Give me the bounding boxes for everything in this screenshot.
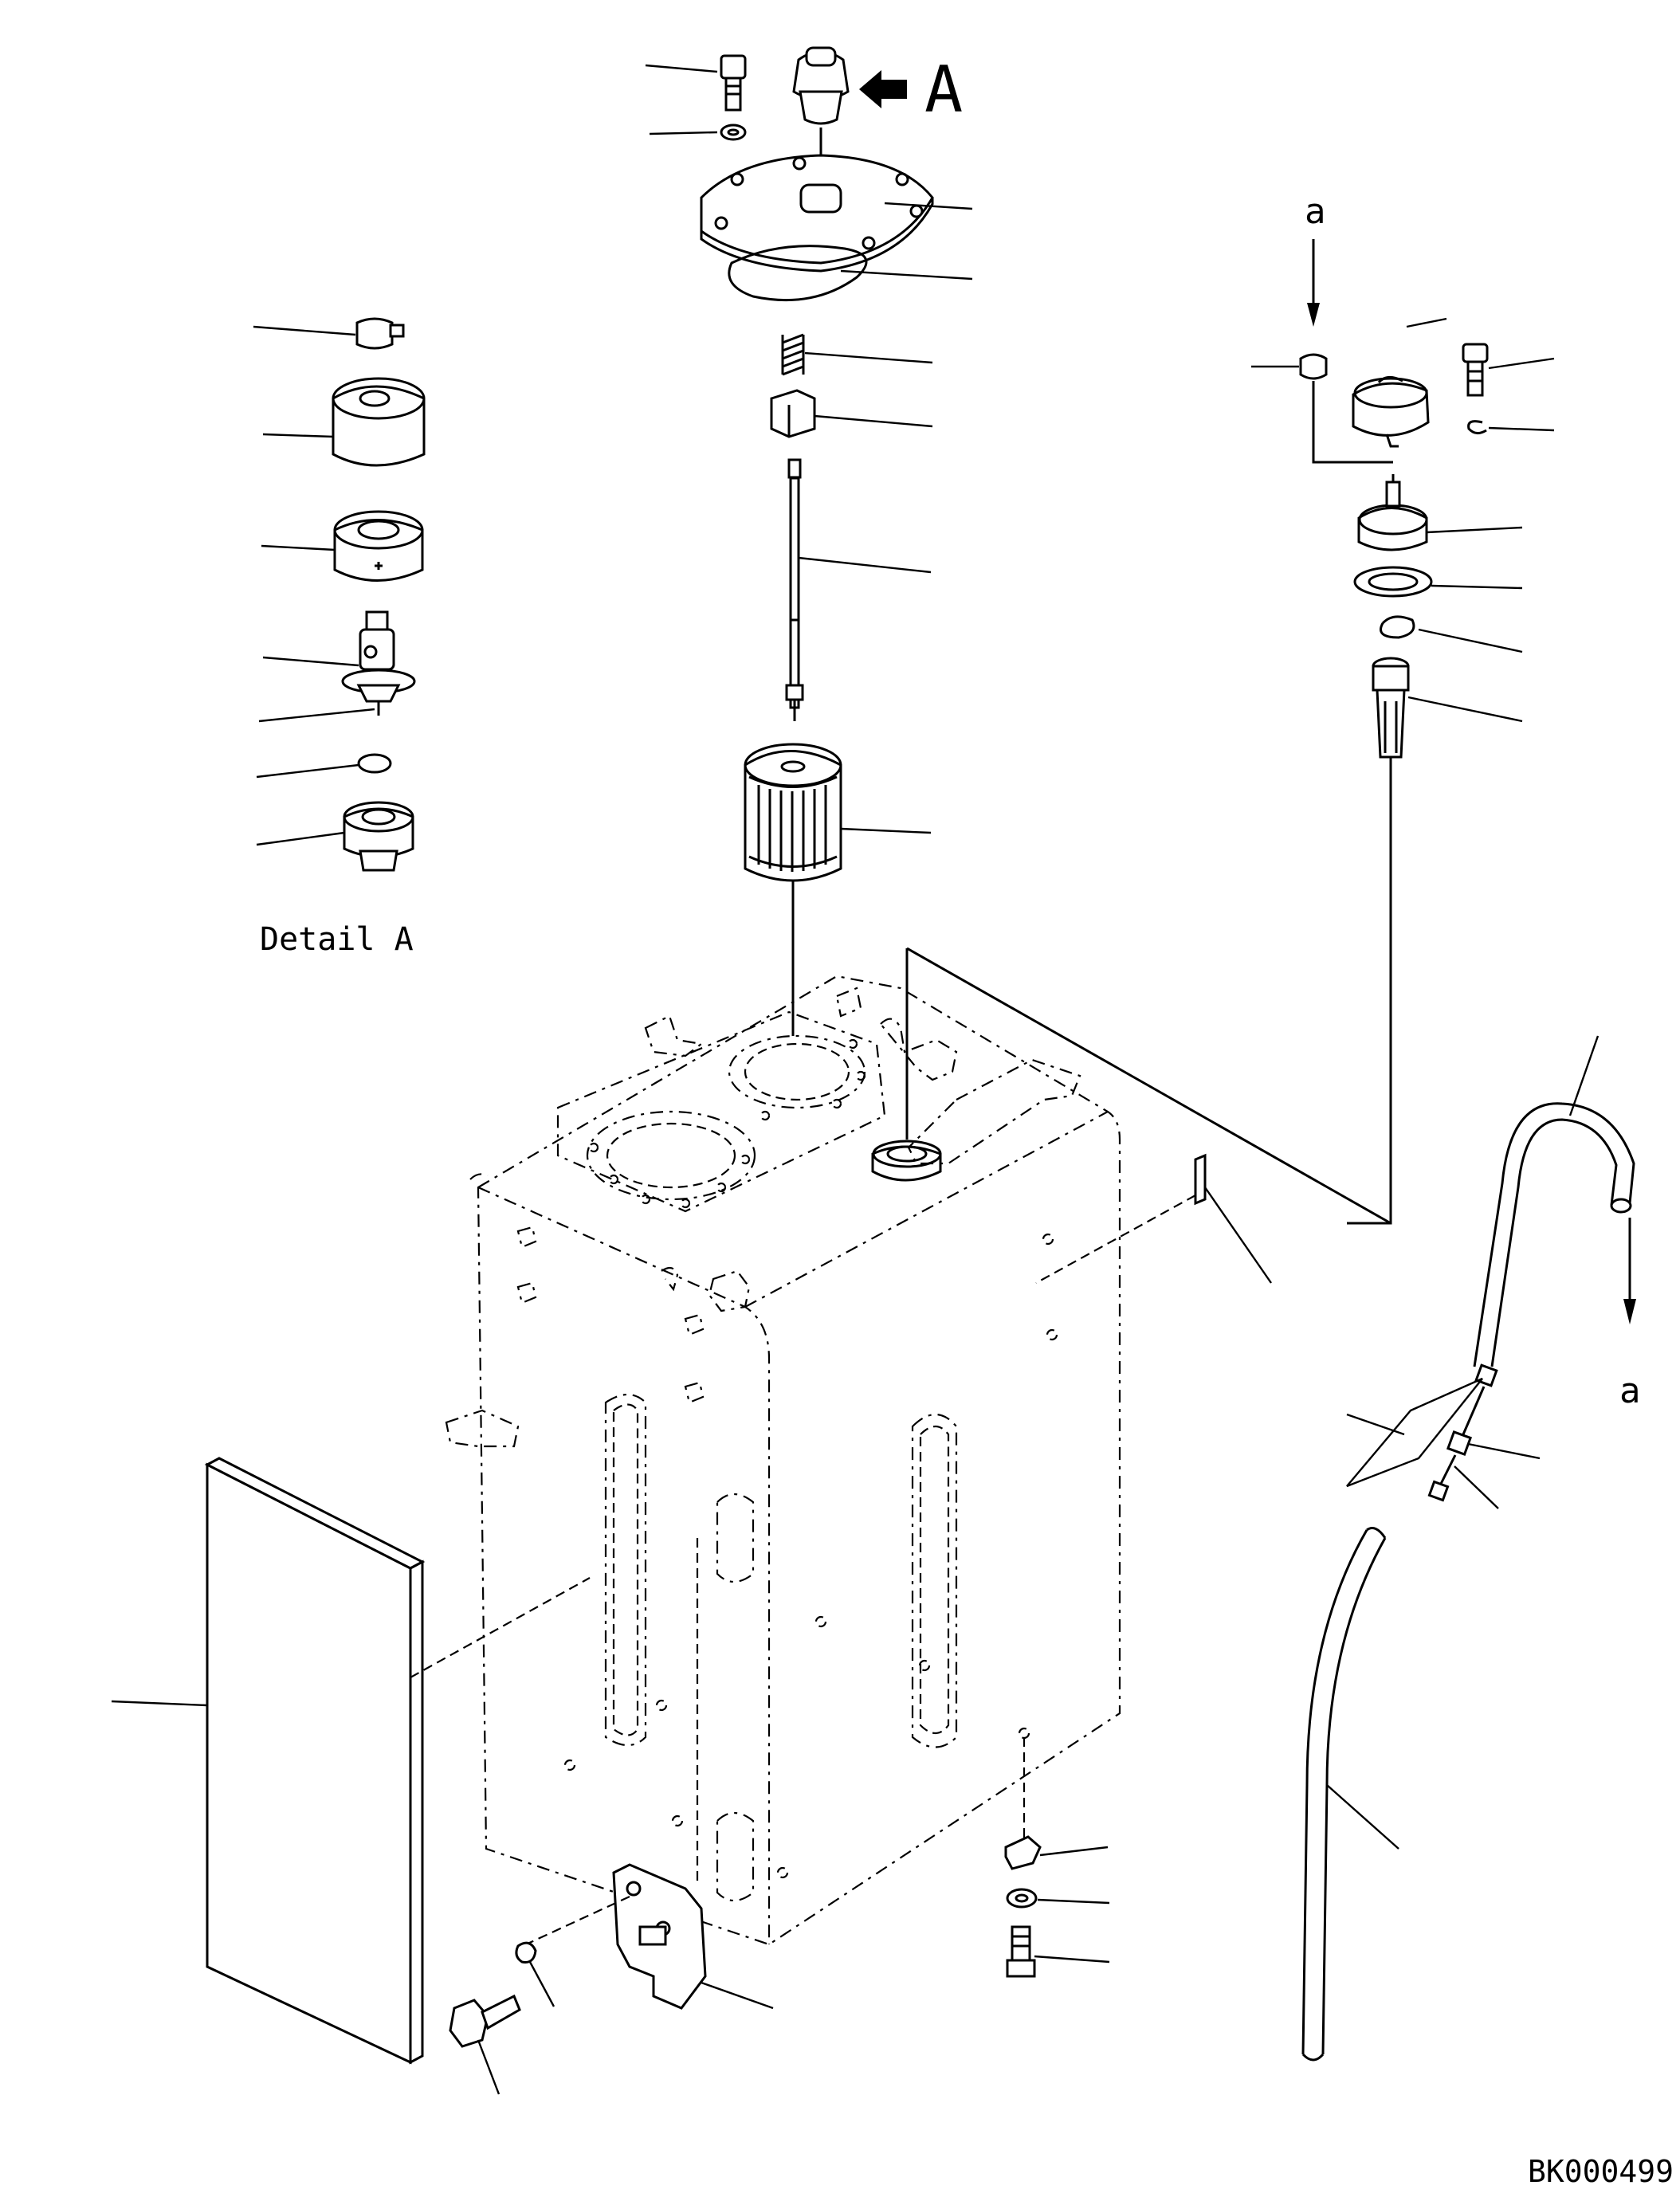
view-arrow-a (859, 70, 907, 108)
filler-neck (1357, 474, 1428, 551)
hydraulic-tank (445, 947, 1391, 1946)
breather-valve (792, 46, 850, 187)
drawing-number: BK000499 (1528, 2154, 1674, 2189)
detail-a-oring (357, 753, 392, 774)
callout-leaders-bottom-center (477, 1961, 774, 2095)
hose-upper (1473, 1102, 1635, 1367)
filler-cap (1352, 376, 1430, 448)
neck-gasket (1353, 566, 1433, 598)
callout-leaders-hose (1346, 1413, 1541, 1509)
connection-label-top: a (1305, 191, 1326, 232)
lock-plate (1004, 1835, 1042, 1870)
spring (781, 333, 805, 376)
bolt-top (720, 54, 747, 112)
mounting-bracket (612, 1863, 707, 2010)
detail-a-cap (355, 317, 405, 350)
cap-bolt (1462, 343, 1489, 397)
hose-clamp-outline (1346, 1377, 1483, 1488)
filter-rod (785, 458, 804, 721)
callout-leaders-top (645, 64, 973, 834)
valve-cap (770, 389, 816, 438)
connection-arrow-top (1307, 239, 1320, 327)
small-bolt (1006, 1925, 1036, 1978)
detail-caption: Detail A (260, 921, 414, 958)
cover-gasket (728, 245, 868, 301)
filter-element (744, 743, 842, 882)
view-label-a: A (924, 53, 963, 127)
small-washer (1006, 1888, 1038, 1909)
callout-leaders-bottom-right (1034, 1846, 1110, 1964)
label-plate (1194, 1153, 1207, 1206)
strainer (1372, 657, 1410, 759)
tank-washer (515, 1941, 537, 1964)
neck-snap-ring (1380, 615, 1415, 639)
detail-a-cylinder (332, 377, 426, 467)
plug (1299, 353, 1328, 380)
tank-bolt (449, 1994, 521, 2048)
detail-a-nut (343, 801, 414, 872)
washer-top (720, 124, 747, 141)
filler-port (871, 1140, 942, 1182)
filter-cover-plate (700, 154, 934, 273)
callout-leaders-detail (253, 325, 375, 846)
connection-arrow-bottom (1623, 1218, 1636, 1324)
callout-leaders-right (1251, 317, 1555, 723)
detail-a-ring (333, 510, 424, 582)
insulation-panel (204, 1457, 426, 2065)
cap-snap-ring (1467, 420, 1487, 434)
connection-label-bottom: a (1619, 1371, 1641, 1411)
detail-a-valve (341, 610, 416, 716)
hose-lower (1301, 1527, 1387, 2062)
